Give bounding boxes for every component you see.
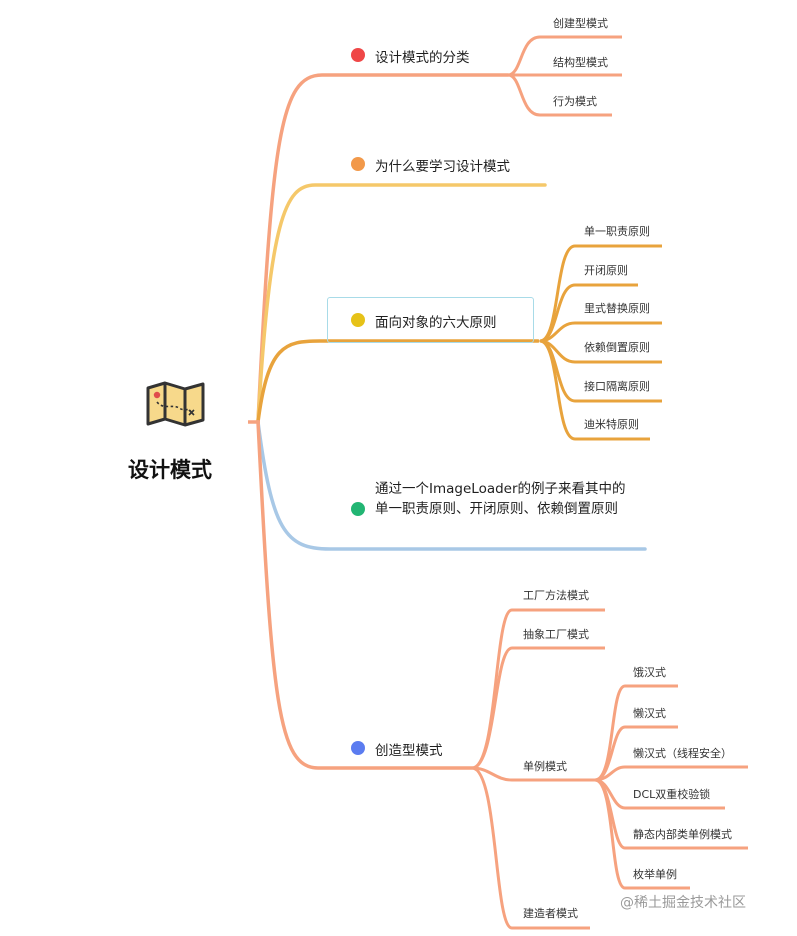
branch-dot-creational <box>351 741 365 755</box>
node-ocp[interactable]: 开闭原则 <box>584 264 628 277</box>
node-structural-patterns[interactable]: 结构型模式 <box>553 56 608 69</box>
connector-root-why <box>256 183 547 424</box>
connector-singleton-c6 <box>594 778 690 890</box>
connector-singleton-c3 <box>594 765 748 782</box>
connector-creational-c3 <box>471 766 595 782</box>
node-creational-patterns[interactable]: 创建型模式 <box>553 17 608 30</box>
branch-label-creational[interactable]: 创造型模式 <box>375 743 443 759</box>
branch-label-classification[interactable]: 设计模式的分类 <box>375 50 470 66</box>
branch-dot-classification <box>351 48 365 62</box>
branch-label-why[interactable]: 为什么要学习设计模式 <box>375 159 510 175</box>
node-behavioral-patterns[interactable]: 行为模式 <box>553 95 597 108</box>
node-lsp[interactable]: 里式替换原则 <box>584 302 650 315</box>
node-static-inner[interactable]: 静态内部类单例模式 <box>633 828 732 841</box>
connector-creational-c4 <box>471 766 590 930</box>
root-title[interactable]: 设计模式 <box>128 458 212 482</box>
connector-classification-c3 <box>507 73 612 117</box>
connector-root-classification <box>256 73 510 424</box>
node-lazy-singleton[interactable]: 懒汉式 <box>633 707 666 720</box>
connector-principles-c6 <box>539 339 650 441</box>
map-icon <box>146 381 205 427</box>
selection-highlight <box>327 297 534 343</box>
branch-label-imageloader[interactable]: 通过一个ImageLoader的例子来看其中的单一职责原则、开闭原则、依赖倒置原… <box>375 481 626 517</box>
node-isp[interactable]: 接口隔离原则 <box>584 380 650 393</box>
node-builder[interactable]: 建造者模式 <box>523 907 578 920</box>
connector-root-imageloader <box>256 420 647 551</box>
connector-root-principles <box>256 339 540 424</box>
node-abstract-factory[interactable]: 抽象工厂模式 <box>523 628 589 641</box>
connector-root-creational <box>256 420 474 770</box>
connector-creational-c2 <box>471 646 605 770</box>
branch-label-principles[interactable]: 面向对象的六大原则 <box>375 315 497 331</box>
node-dip[interactable]: 依赖倒置原则 <box>584 341 650 354</box>
connector-principles-c1 <box>539 244 662 343</box>
node-enum-singleton[interactable]: 枚举单例 <box>633 868 677 881</box>
branch-dot-why <box>351 157 365 171</box>
node-lod[interactable]: 迪米特原则 <box>584 418 639 431</box>
watermark: @稀土掘金技术社区 <box>620 895 746 911</box>
branch-dot-principles <box>351 313 365 327</box>
node-dcl[interactable]: DCL双重校验锁 <box>633 788 711 801</box>
node-eager-singleton[interactable]: 饿汉式 <box>633 666 666 679</box>
node-lazy-threadsafe[interactable]: 懒汉式（线程安全） <box>633 747 732 760</box>
node-singleton[interactable]: 单例模式 <box>523 760 567 773</box>
node-srp[interactable]: 单一职责原则 <box>584 225 650 238</box>
node-factory-method[interactable]: 工厂方法模式 <box>523 589 589 602</box>
branch-dot-imageloader <box>351 502 365 516</box>
